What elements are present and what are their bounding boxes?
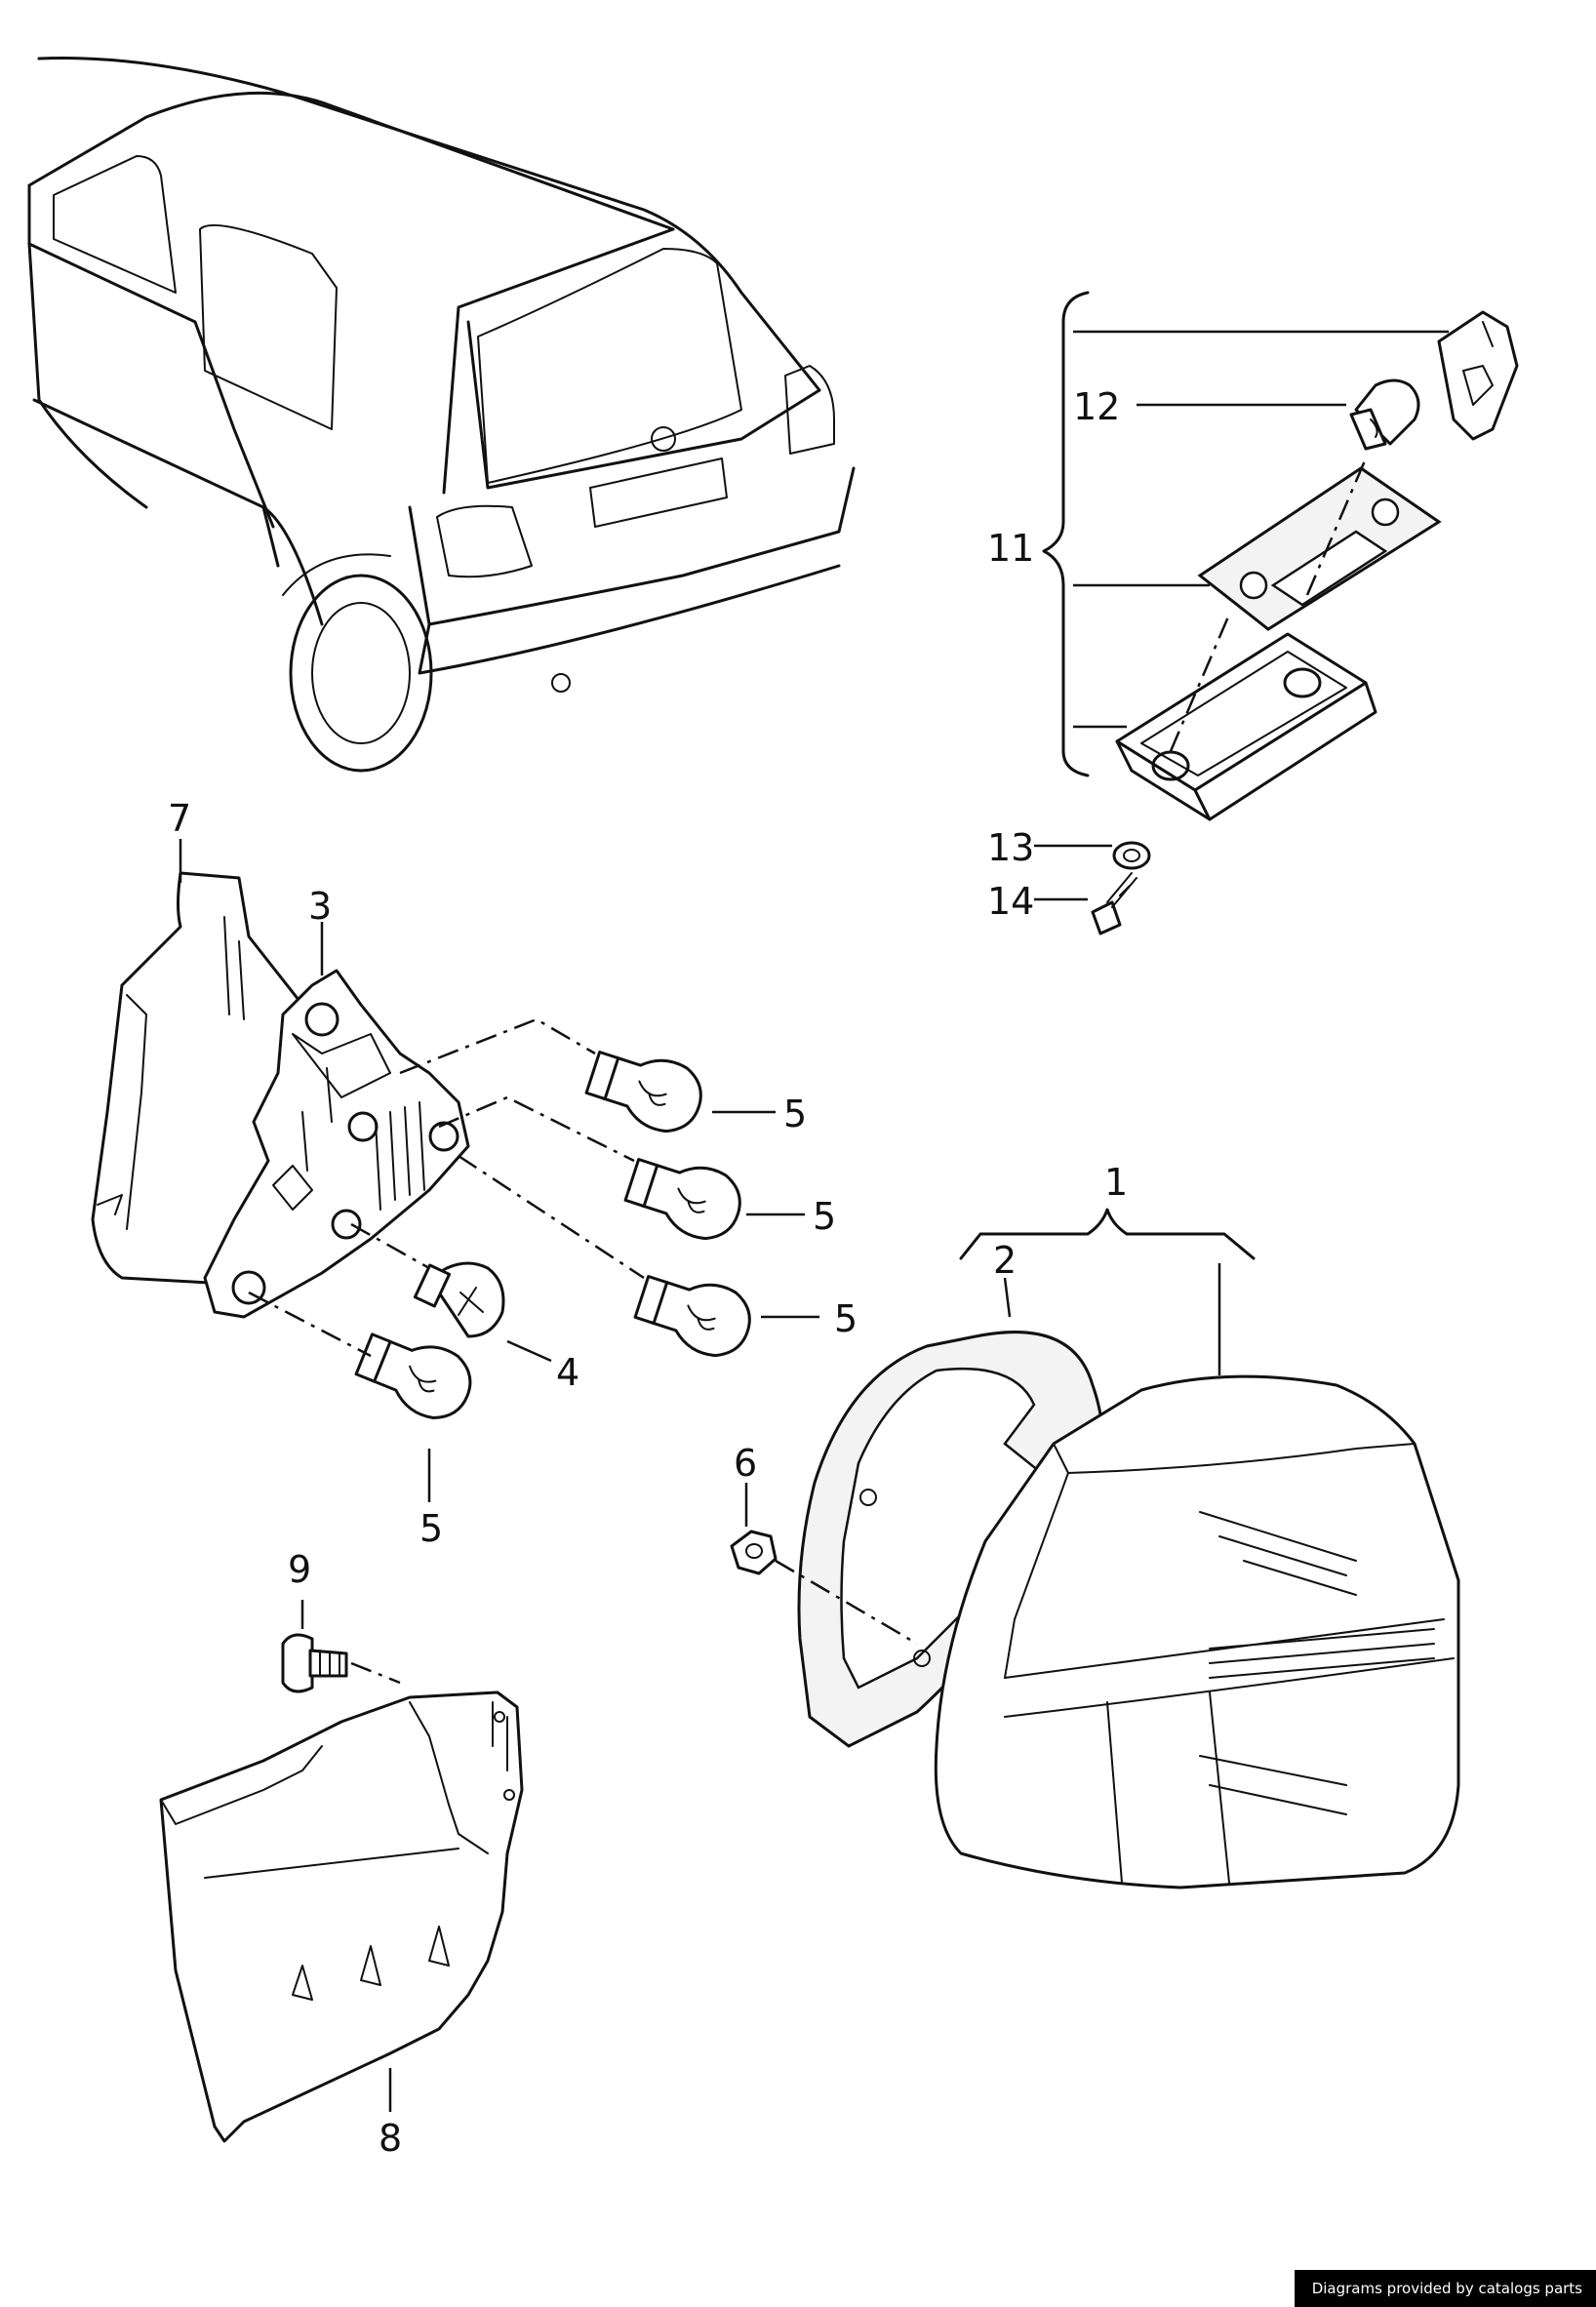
trim-cover-8: [159, 1690, 524, 2143]
screw-9: [281, 1633, 401, 1693]
callout-labels: 1 2 3 4 5 5 5 5 6 7 8 9 11 12 13 14: [168, 385, 1128, 2160]
bulb-holder-plate-3: [203, 969, 470, 1319]
diagram-credit-footer: Diagrams provided by catalogs parts: [1294, 2270, 1596, 2307]
callout-11: 11: [987, 527, 1034, 570]
tail-light-lens-1: [934, 1374, 1460, 1889]
screw-14: [1091, 872, 1137, 935]
bulb-5-top: [580, 1038, 711, 1141]
callout-8: 8: [379, 2117, 402, 2160]
callout-2: 2: [993, 1239, 1017, 1282]
leader-lines: [179, 839, 819, 2112]
callout-4: 4: [556, 1351, 579, 1394]
lamp-connector: [1437, 310, 1519, 441]
callout-5d: 5: [419, 1507, 443, 1550]
tail-light-brackets: [959, 1208, 1256, 1375]
callout-12: 12: [1073, 385, 1120, 428]
callout-7: 7: [168, 797, 191, 840]
callout-3: 3: [308, 885, 332, 928]
bulb-4: [413, 1261, 505, 1338]
callout-1: 1: [1104, 1161, 1128, 1204]
callout-5b: 5: [813, 1195, 836, 1238]
bulb-5-lower: [629, 1262, 760, 1366]
car-rear-view: [27, 56, 856, 773]
bulb-holder-dash-lines: [248, 1017, 645, 1358]
bulb-5-bottom: [349, 1320, 482, 1430]
nut-6: [730, 1530, 918, 1646]
license-plate-lamp-assembly: [1034, 291, 1519, 935]
lamp-housing: [1115, 457, 1377, 821]
callout-5a: 5: [783, 1093, 807, 1135]
lamp-bulb-12: [1349, 378, 1420, 451]
callout-14: 14: [987, 880, 1034, 923]
washer-13: [1112, 841, 1151, 870]
bulb-5-middle: [619, 1145, 750, 1249]
callout-5c: 5: [834, 1297, 858, 1340]
callout-6: 6: [734, 1442, 757, 1485]
tail-light-gasket-2: [797, 1331, 1104, 1748]
callout-13: 13: [987, 826, 1034, 869]
lamp-gasket: [1197, 466, 1442, 631]
callout-9: 9: [288, 1548, 311, 1591]
